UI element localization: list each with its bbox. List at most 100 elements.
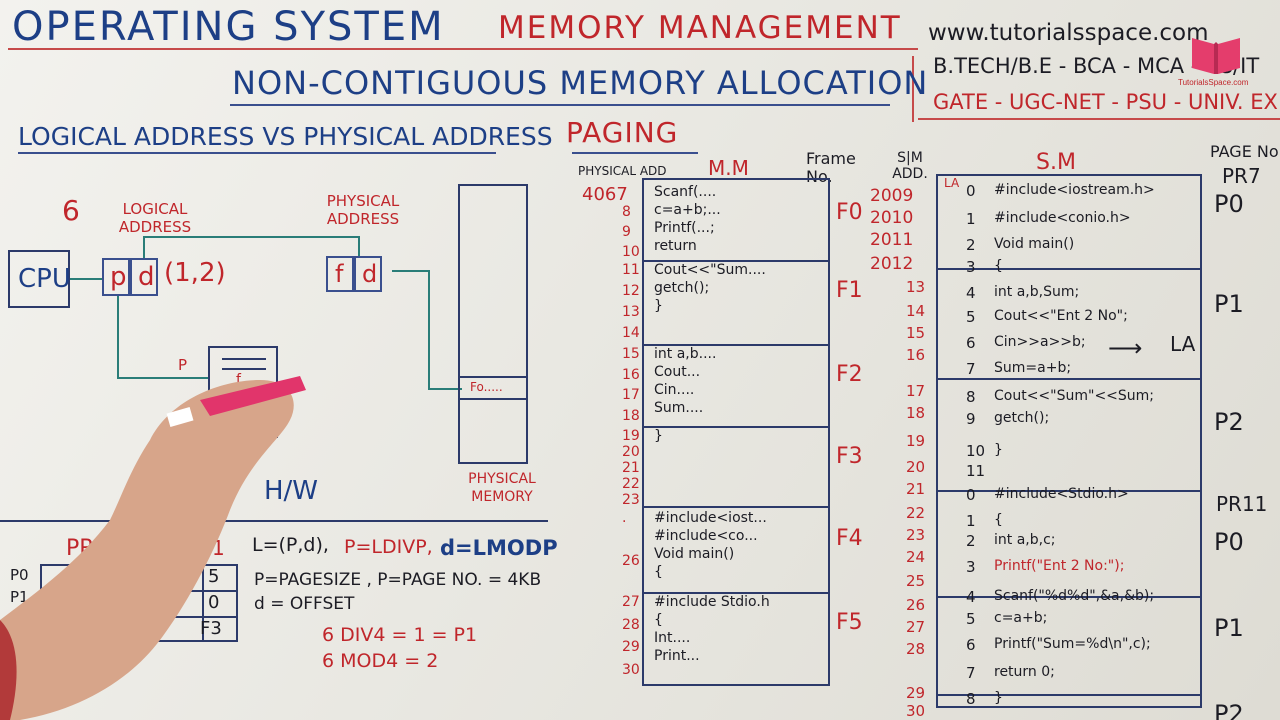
physical-memory-label: PHYSICAL MEMORY (468, 471, 536, 505)
sm-line-number: 9 (966, 410, 976, 428)
sm-line-code: return 0; (994, 664, 1055, 680)
arrow-la-label: LA (1170, 332, 1196, 356)
frame-code-line: Scanf(.... (654, 184, 717, 200)
physical-address: 22 (622, 476, 640, 492)
frame-code-line: #include Stdio.h (654, 594, 770, 610)
pt-line-1 (222, 358, 266, 360)
frame-code-line: { (654, 564, 663, 580)
pt-row-0-index: 5 (208, 566, 220, 587)
d-to-physical-line (143, 236, 145, 258)
logical-p: p (110, 262, 127, 292)
sm-line-number: 2 (966, 532, 976, 550)
sm-sep-4 (938, 596, 1200, 598)
pm-line-2 (460, 398, 526, 400)
main-title: NON-CONTIGUOUS MEMORY ALLOCATION (232, 64, 929, 102)
frame-code-line: Int.... (654, 630, 691, 646)
frame-code-line: Void main() (654, 546, 735, 562)
memory-entry: Fo..... (470, 380, 503, 394)
mm-sep-4 (644, 506, 828, 508)
sm-line-code: } (994, 690, 1003, 706)
logical-d-cell: d (130, 258, 158, 296)
sm-line-number: 1 (966, 210, 976, 228)
cpu-label: CPU (18, 264, 71, 294)
sm-line-code: #include<iostream.h> (994, 182, 1155, 198)
frame-code-line: } (654, 298, 663, 314)
sm-address: 20 (906, 458, 926, 476)
sm-line-code: Cin>>a>>b; (994, 334, 1086, 350)
sm-line-code: Cout<<"Sum"<<Sum; (994, 388, 1155, 404)
frame-code-line: getch(); (654, 280, 710, 296)
sm-line-code: } (994, 442, 1003, 458)
sm-line-code: Scanf("%d%d",&a,&b); (994, 588, 1155, 604)
sm-line-number: 0 (966, 182, 976, 200)
sm-add-label: S|M ADD. (892, 150, 928, 182)
formula-1c: d=LMODP (440, 536, 558, 560)
logical-pd-value: (1,2) (164, 258, 226, 288)
mm-sep-5 (644, 592, 828, 594)
example-address: 6 (62, 194, 80, 227)
physical-address: 29 (622, 639, 640, 655)
sm-address: 2009 (870, 186, 914, 206)
sm-address: 30 (906, 702, 926, 720)
presenter-hand (0, 376, 306, 720)
frame-code-line: Sum.... (654, 400, 704, 416)
calc-1: 6 DIV4 = 1 = P1 (322, 624, 478, 646)
sm-line-code: int a,b,c; (994, 532, 1056, 548)
logical-d: d (138, 262, 155, 292)
sm-address: 2011 (870, 230, 914, 250)
header-divider (8, 48, 918, 50)
physical-address: 26 (622, 553, 640, 569)
subject-title: OPERATING SYSTEM (12, 4, 445, 50)
mm-sep-2 (644, 344, 828, 346)
physical-address: 30 (622, 661, 640, 678)
sm-line-number: 4 (966, 588, 976, 606)
secondary-memory-box (936, 174, 1202, 708)
sm-sep-2 (938, 378, 1200, 380)
ptg-col (202, 566, 204, 640)
physical-address: 28 (622, 616, 640, 633)
frame-label: F1 (836, 278, 863, 303)
frame-no-label: Frame No. (806, 149, 856, 186)
frame-code-line: { (654, 612, 663, 628)
physical-address: 18 (622, 407, 640, 424)
physical-address: . (622, 510, 627, 526)
physical-f-cell: f (326, 256, 354, 292)
sm-line-number: 3 (966, 258, 976, 276)
frame-code-line: Cout... (654, 364, 701, 380)
mm-label: M.M (708, 156, 749, 180)
pt-row-1-page: P1 (10, 588, 29, 606)
sm-line-number: 6 (966, 636, 976, 654)
sm-line-number: 4 (966, 284, 976, 302)
physical-d: d (362, 260, 378, 288)
frame-label: F0 (836, 200, 863, 225)
la-marker: LA (944, 176, 960, 190)
physical-d-cell: d (354, 256, 382, 292)
sm-label: S.M (1036, 150, 1076, 175)
physical-address: 14 (622, 325, 640, 341)
physical-address: 13 (622, 304, 640, 320)
sm-line-code: Cout<<"Ent 2 No"; (994, 308, 1128, 324)
physical-to-memory-h2 (428, 388, 462, 390)
sm-line-code: getch(); (994, 410, 1050, 426)
sm-address: 29 (906, 684, 926, 702)
calc-2: 6 MOD4 = 2 (322, 650, 439, 672)
sm-line-code: Printf("Ent 2 No:"); (994, 558, 1125, 574)
sm-address: 16 (906, 346, 926, 364)
frame-code-line: Cout<<"Sum.... (654, 262, 766, 278)
paging-title: PAGING (566, 116, 679, 149)
pm-line-1 (460, 376, 526, 378)
mm-sep-1 (644, 260, 828, 262)
physical-address: 10 (622, 244, 640, 260)
frame-code-line: return (654, 238, 697, 254)
formula-1b: P=LDIVP, (344, 536, 433, 558)
sm-line-number: 6 (966, 334, 976, 352)
physical-address: 4067 (582, 184, 628, 205)
sm-address: 26 (906, 596, 926, 614)
physical-address: 11 (622, 262, 640, 278)
sm-line-number: 0 (966, 486, 976, 504)
sm-page-label: P0 (1214, 190, 1244, 218)
physical-f: f (335, 260, 344, 288)
sm-address: 2010 (870, 208, 914, 228)
sm-address: 13 (906, 278, 926, 296)
